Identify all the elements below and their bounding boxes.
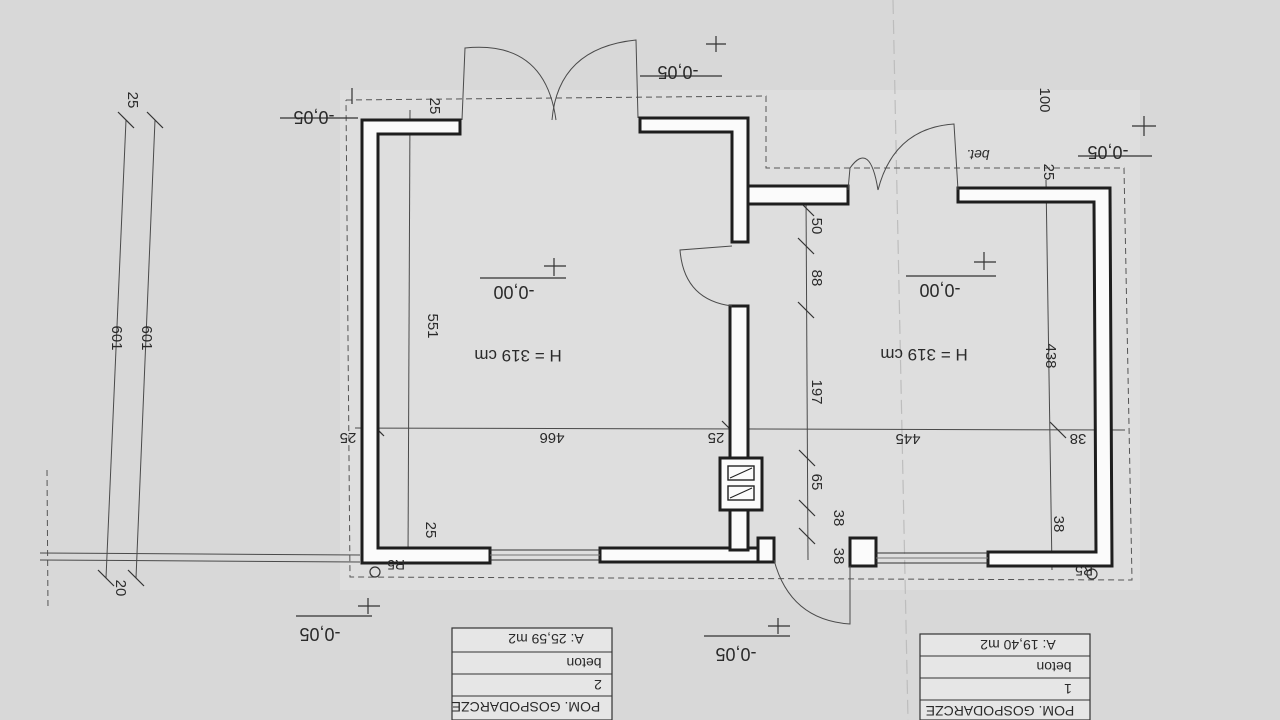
wall-middle-upper [728, 304, 750, 460]
level-bottom-door: -0,05 [715, 644, 756, 664]
dim-top-25: 25 [124, 92, 141, 109]
dim-mid-wall-25: 25 [708, 429, 725, 446]
door-internal [679, 245, 733, 307]
wall-room2-left [360, 118, 492, 565]
room-table-1: A: 19,40 m2 beton 1 POM. GOSPODARCZE [919, 633, 1091, 720]
room2-area: A: 25,59 m2 [508, 631, 584, 647]
dim-left-601-a: 601 [108, 325, 125, 350]
dim-bottom-20: 20 [112, 580, 129, 597]
window-room1 [876, 552, 988, 564]
room2-name: POM. GOSPODARCZE [452, 699, 601, 715]
dim-room2-466: 466 [539, 429, 564, 446]
room2-number: 2 [594, 677, 602, 693]
door-bottom-exterior [773, 559, 851, 625]
chimney [718, 456, 764, 512]
door-room1-top [847, 123, 959, 191]
dim-chain-50: 50 [808, 218, 825, 235]
dim-chain-65: 65 [808, 474, 825, 491]
dim-room2-551: 551 [424, 313, 441, 338]
level-labels: -0,05 -0,05 -0,05 -0,00 -0,00 -0,05 -0,0… [293, 62, 1128, 664]
roof-outline [345, 95, 1133, 581]
wall-middle-bottom [756, 536, 776, 564]
dim-left-601-b: 601 [138, 325, 155, 350]
window-room2 [490, 549, 600, 561]
room1-height: H = 319 cm [880, 345, 967, 364]
room1-floor: beton [1036, 659, 1071, 675]
dim-room2-25-top: 25 [426, 98, 443, 115]
wall-room1-pier [848, 536, 878, 568]
dim-room2-25-bottom: 25 [422, 522, 439, 539]
walls [360, 116, 1114, 568]
dim-right-100: 100 [1036, 87, 1053, 112]
room1-number: 1 [1064, 681, 1072, 697]
dim-chain-88: 88 [808, 270, 825, 287]
room1-name: POM. GOSPODARCZE [926, 703, 1075, 719]
wall-room2-top-right [638, 116, 750, 244]
bet-label: bet. [966, 147, 989, 163]
room2-floor: beton [566, 655, 601, 671]
wall-room1-right [956, 186, 1114, 568]
dim-room1-38: 38 [1050, 516, 1067, 533]
dim-room1-438: 438 [1042, 343, 1059, 368]
wall-connector [746, 184, 850, 206]
level-top-right: -0,05 [1087, 142, 1128, 162]
room1-area: A: 19,40 m2 [980, 637, 1056, 653]
left-dimension-lines [97, 111, 164, 587]
dim-wall-left-25: 25 [340, 429, 357, 446]
double-door-top [461, 39, 639, 121]
r5-right: R5 [1075, 563, 1093, 579]
dim-chain-38-a: 38 [830, 510, 847, 527]
wall-middle-lower [728, 506, 750, 552]
level-markers [280, 36, 1156, 637]
level-room1-floor: -0,00 [919, 280, 960, 300]
dim-room1-445: 445 [895, 430, 920, 447]
dim-right-25: 25 [1040, 164, 1057, 181]
room-table-2: A: 25,59 m2 beton 2 POM. GOSPODARCZE [451, 627, 613, 720]
room2-height: H = 319 cm [474, 346, 561, 365]
guide-line-left [46, 469, 49, 611]
dim-chain-38-b: 38 [830, 548, 847, 565]
dim-chain-197: 197 [808, 379, 825, 404]
dim-right-38: 38 [1070, 430, 1087, 447]
level-bottom-left: -0,05 [299, 624, 340, 644]
r5-left: R5 [387, 557, 405, 573]
dimension-labels: 25 20 601 601 551 25 25 25 466 25 445 38… [108, 87, 1086, 596]
level-top-left: -0,05 [293, 107, 334, 127]
level-top-door: -0,05 [657, 62, 698, 82]
level-room2-floor: -0,00 [493, 282, 534, 302]
room-labels: H = 319 cm H = 319 cm bet. R5 R5 [387, 147, 1093, 579]
